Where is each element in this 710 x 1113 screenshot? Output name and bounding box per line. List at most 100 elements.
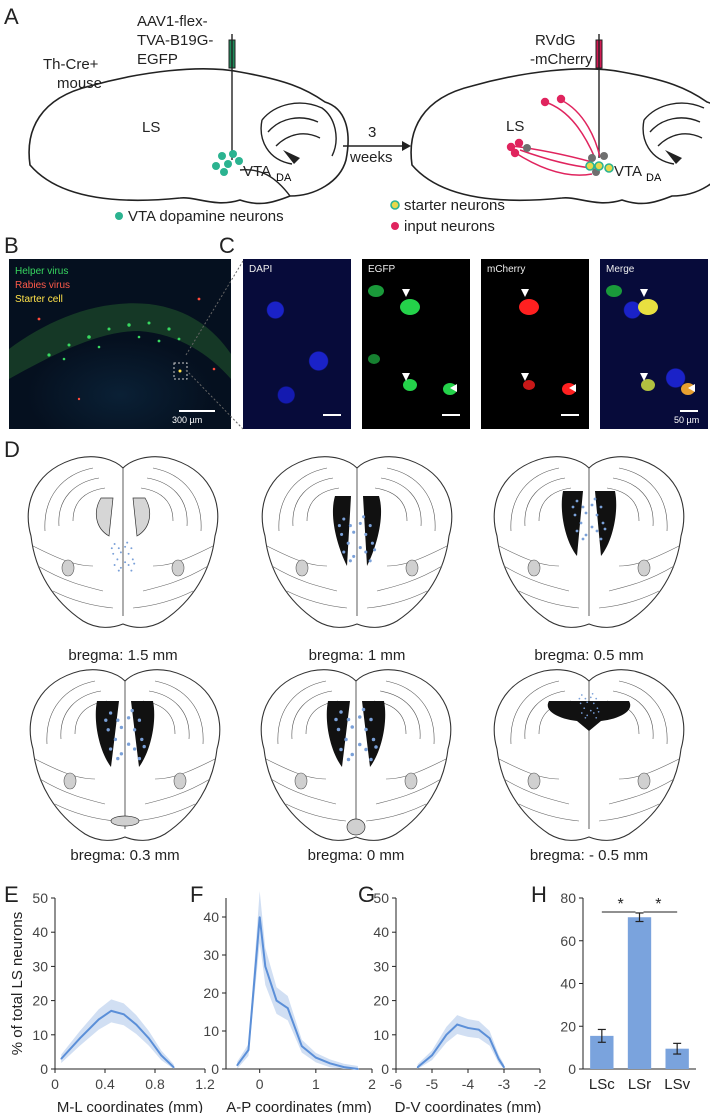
- panel-g-ytick-label: 40: [373, 924, 389, 940]
- egfp-scale-bar: [442, 414, 460, 416]
- panel-e-data-point: [172, 1066, 175, 1069]
- section-bregma-0: [260, 669, 452, 841]
- virus1-line3: EGFP: [137, 51, 178, 68]
- section-bregma-0-5: [493, 456, 685, 628]
- input-projection-arrows: [511, 99, 601, 176]
- panel-g-letter: G: [358, 882, 375, 907]
- section-bregma-0-3: [29, 669, 221, 841]
- vta-sub-right: DA: [646, 172, 662, 184]
- panel-e-xtick-label: 1.2: [195, 1076, 215, 1092]
- panel-f-xtick-label: 1: [312, 1076, 320, 1092]
- left-cerebellum-folds: [260, 102, 337, 165]
- panel-h-sig-star: *: [655, 896, 661, 913]
- panel-f-ytick-label: 30: [203, 947, 219, 963]
- helper-virus-band: [9, 297, 231, 401]
- section-bregma-minus-0-5: [493, 669, 685, 841]
- section-label-1: bregma: 1.5 mm: [68, 647, 177, 664]
- rabies-virus-label: Rabies virus: [15, 280, 71, 291]
- legend-input-text: input neurons: [404, 218, 495, 235]
- panel-f-data-point: [264, 965, 267, 968]
- panel-e-ytick-label: 10: [32, 1027, 48, 1043]
- virus2-line2: -mCherry: [530, 51, 593, 68]
- right-ventricle-shade: [665, 150, 682, 164]
- panel-h-letter: H: [531, 882, 547, 907]
- panel-e-xtick-label: 0.4: [95, 1076, 115, 1092]
- panel-h-ytick-label: 40: [560, 976, 576, 992]
- panel-e-data-point: [79, 1037, 81, 1040]
- section-label-2: bregma: 1 mm: [309, 647, 406, 664]
- panel-h-bar-lsc: [590, 1035, 614, 1069]
- panel-g-data-point: [478, 1028, 480, 1031]
- panel-h-ytick-label: 0: [568, 1061, 576, 1077]
- panel-g-data-point: [497, 1057, 500, 1060]
- panel-g-ytick-label: 10: [373, 1027, 389, 1043]
- panel-h-ytick-label: 80: [560, 890, 576, 906]
- panel-f-ytick-label: 40: [203, 909, 219, 925]
- panel-e-letter: E: [4, 882, 19, 907]
- panel-g-xtick-label: -4: [462, 1076, 475, 1092]
- panel-d-letter: D: [4, 437, 20, 462]
- panel-h-category-label: LSr: [628, 1076, 651, 1093]
- panel-e-xlabel: M-L coordinates (mm): [57, 1099, 203, 1113]
- section-bregma-1-5: [27, 456, 219, 628]
- panel-f-xtick-label: 2: [368, 1076, 376, 1092]
- panel-f-data-point: [236, 1064, 239, 1066]
- panel-c-letter: C: [219, 233, 235, 258]
- panel-g-xtick-label: -5: [426, 1076, 439, 1092]
- panel-f-xlabel: A-P coordinates (mm): [226, 1099, 372, 1113]
- panel-f-data-point: [258, 916, 261, 918]
- zoom-lines: [185, 260, 244, 430]
- panel-e-ytick-label: 50: [32, 890, 48, 906]
- panel-g-xtick-label: -2: [534, 1076, 547, 1092]
- legend-dopamine-dot: [115, 212, 123, 220]
- panel-e-data-point: [122, 1013, 125, 1016]
- panel-c-tile-dapi: DAPI: [243, 259, 351, 429]
- panel-g-data-point: [503, 1066, 505, 1069]
- vta-label-right: VTA: [614, 163, 642, 180]
- mcherry-label: mCherry: [487, 264, 526, 275]
- right-cerebellum-folds: [642, 102, 705, 165]
- panel-h-ytick-label: 20: [560, 1018, 576, 1034]
- weeks-number: 3: [368, 124, 376, 141]
- panel-c-tile-egfp: EGFP: [362, 259, 470, 429]
- panel-g-ytick-label: 20: [373, 993, 389, 1009]
- legend-dopamine-text: VTA dopamine neurons: [128, 208, 284, 225]
- egfp-cells: [368, 285, 457, 395]
- panel-h-category-label: LSv: [664, 1076, 690, 1093]
- panel-c-tile-mcherry: mCherry: [481, 259, 589, 429]
- panel-e-data-point: [110, 1010, 113, 1012]
- left-ventricle-shade: [283, 150, 300, 164]
- starter-neuron-dots: [585, 161, 614, 173]
- panel-d-sections: D bregma: 1.5 mm br: [4, 437, 685, 864]
- right-brain-outline: [410, 68, 710, 205]
- panel-b-image: Helper virus Rabies virus Starter cell 3…: [9, 259, 231, 429]
- panel-g-ytick-label: 0: [381, 1061, 389, 1077]
- virus2-line1: RVdG: [535, 32, 576, 49]
- vta-label-left: VTA: [243, 163, 271, 180]
- panel-g-sem-band: [417, 1015, 504, 1069]
- vta-sub-left: DA: [276, 172, 292, 184]
- ls-label-left: LS: [142, 119, 160, 136]
- panel-e-data-point: [160, 1054, 163, 1057]
- panel-g-data-point: [416, 1066, 419, 1069]
- panel-f-ytick-label: 0: [211, 1061, 219, 1077]
- panel-f-ytick-label: 10: [203, 1023, 219, 1039]
- panel-f-xtick-label: 0: [256, 1076, 264, 1092]
- panel-g-data-point: [431, 1054, 433, 1057]
- virus1-line2: TVA-B19G-: [137, 32, 213, 49]
- starter-cell-label: Starter cell: [15, 294, 63, 305]
- dapi-scale-bar: [323, 414, 341, 416]
- panel-h-category-label: LSc: [589, 1076, 615, 1093]
- panel-h-sig-star: *: [618, 896, 624, 913]
- mouse-label-2: mouse: [57, 75, 102, 92]
- panel-e-data-point: [60, 1057, 63, 1060]
- dapi-label: DAPI: [249, 264, 273, 275]
- ls-label-right: LS: [506, 118, 524, 135]
- merge-label: Merge: [606, 264, 635, 275]
- panel-e-xtick-label: 0: [51, 1076, 59, 1092]
- mcherry-cells: [519, 289, 576, 395]
- mcherry-scale-bar: [561, 414, 579, 416]
- panel-g-ytick-label: 30: [373, 958, 389, 974]
- panel-f-data-point: [301, 1045, 303, 1047]
